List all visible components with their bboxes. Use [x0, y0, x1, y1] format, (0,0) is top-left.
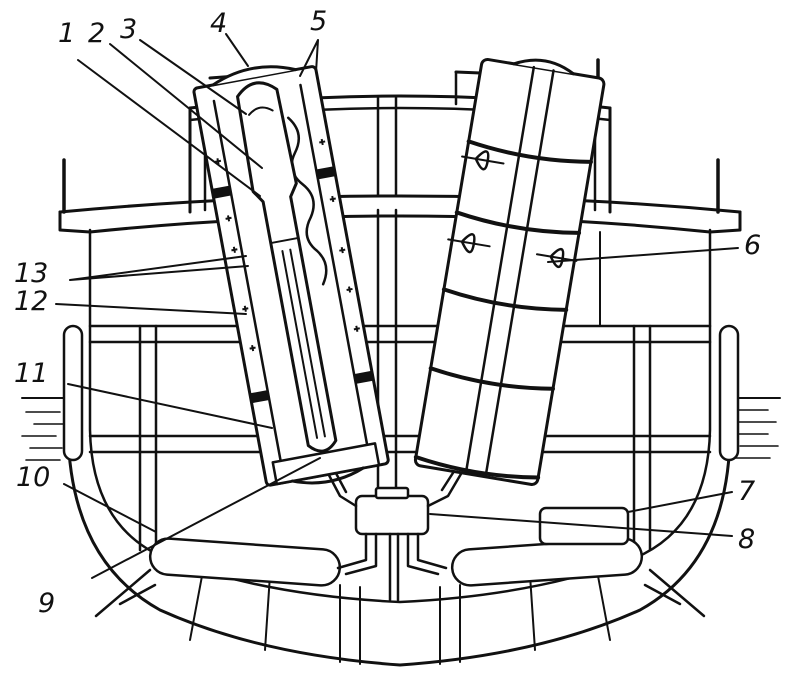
label-4: 4 — [210, 8, 227, 39]
label-11: 11 — [14, 358, 48, 389]
label-3: 3 — [120, 14, 137, 45]
label-6: 6 — [744, 230, 761, 261]
central-valve-and-piping — [320, 460, 470, 602]
side-fenders — [62, 324, 740, 462]
label-13: 13 — [14, 258, 48, 289]
label-1: 1 — [58, 18, 75, 49]
callout-labels: 1 2 3 4 5 6 7 8 9 10 11 12 13 — [14, 6, 761, 619]
right-torpedo-tube — [413, 57, 606, 486]
label-12: 12 — [14, 286, 48, 317]
label-9: 9 — [38, 588, 55, 619]
waterline — [21, 397, 781, 461]
label-8: 8 — [738, 524, 755, 555]
label-2: 2 — [88, 18, 105, 49]
label-10: 10 — [16, 462, 50, 493]
leader-lines — [55, 33, 739, 579]
deck-superstructure — [58, 58, 742, 344]
label-7: 7 — [738, 476, 755, 507]
label-5: 5 — [310, 6, 327, 37]
left-torpedo-tube — [192, 65, 390, 487]
